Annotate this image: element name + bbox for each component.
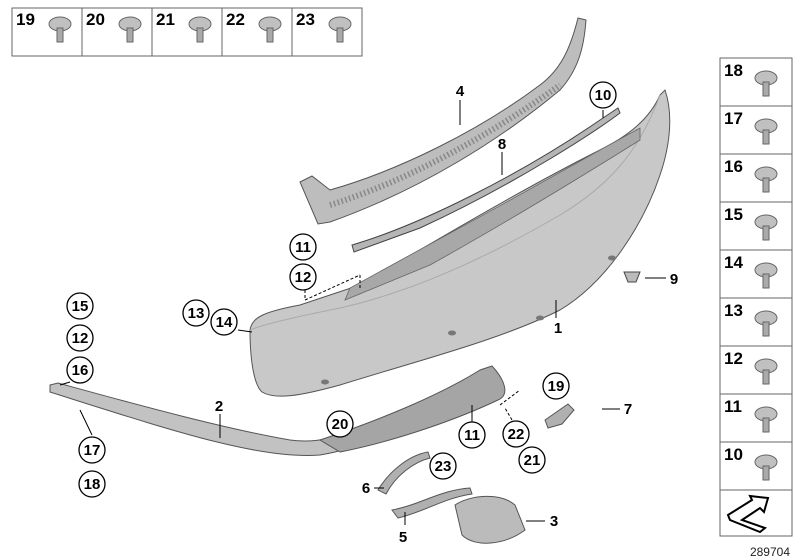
part-cell-14: 14 (719, 249, 793, 299)
part-cell-16: 16 (719, 153, 793, 203)
rear-bumper-panel (249, 89, 671, 397)
callout-number: 12 (72, 330, 89, 347)
callout-number: 20 (332, 416, 349, 433)
callout-number: 23 (435, 458, 452, 475)
direction-arrow-cell (719, 489, 793, 537)
callout-number: 11 (295, 239, 311, 256)
callout-19: 19 (542, 372, 570, 400)
part-number: 13 (724, 301, 743, 320)
callout-18: 18 (78, 470, 106, 498)
callout-number: 18 (84, 476, 101, 493)
part-cell-11: 11 (719, 393, 793, 443)
part-cell-22: 22 (221, 7, 293, 57)
callout-13: 13 (182, 299, 210, 327)
seal-strip-8 (351, 107, 621, 253)
document-id: 289704 (750, 545, 790, 559)
part-number: 20 (86, 10, 105, 29)
part-cell-15: 15 (719, 201, 793, 251)
callout-11: 11 (458, 421, 486, 449)
callout-number: 17 (84, 442, 101, 459)
callout-3: 3 (550, 513, 558, 530)
bracket-7 (544, 403, 575, 429)
callout-number: 12 (295, 269, 312, 286)
callout-20: 20 (326, 410, 354, 438)
callout-number: 15 (72, 298, 89, 315)
part-number: 16 (724, 157, 743, 176)
callout-23: 23 (429, 452, 457, 480)
top-parts-strip: 19 20 21 22 23 (11, 7, 363, 57)
callout-12: 12 (289, 263, 317, 291)
callout-number: 14 (216, 314, 233, 331)
callout-15: 15 (66, 292, 94, 320)
callout-number: 19 (548, 378, 565, 395)
callout-number: 22 (508, 426, 525, 443)
part-cell-17: 17 (719, 105, 793, 155)
part-cell-21: 21 (151, 7, 223, 57)
part-number: 19 (16, 10, 35, 29)
callout-11: 11 (289, 233, 317, 261)
side-parts-strip: 18 17 16 15 14 13 12 11 10 (719, 57, 793, 537)
callout-7: 7 (624, 401, 632, 418)
part-number: 18 (724, 61, 743, 80)
part-number: 17 (724, 109, 743, 128)
part-number: 21 (156, 10, 175, 29)
part-cell-20: 20 (81, 7, 153, 57)
part-number: 14 (724, 253, 743, 272)
leader-lines (59, 100, 666, 525)
part-cell-18: 18 (719, 57, 793, 107)
part-cell-23: 23 (291, 7, 363, 57)
part-cell-10: 10 (719, 441, 793, 491)
callout-8: 8 (498, 136, 506, 153)
callout-17: 17 (78, 436, 106, 464)
callout-16: 16 (66, 356, 94, 384)
exhaust-trim-3 (454, 495, 526, 544)
callout-22: 22 (502, 420, 530, 448)
callout-14: 14 (210, 308, 238, 336)
callout-number: 11 (464, 427, 480, 444)
callout-2: 2 (215, 398, 223, 415)
part-cell-12: 12 (719, 345, 793, 395)
callout-10: 10 (589, 81, 617, 109)
callout-5: 5 (399, 529, 407, 546)
callout-number: 13 (188, 305, 205, 322)
callout-9: 9 (670, 271, 678, 288)
trim-panel-4 (299, 17, 587, 225)
part-number: 23 (296, 10, 315, 29)
callout-number: 21 (524, 452, 541, 469)
callout-12: 12 (66, 324, 94, 352)
callout-number: 10 (595, 87, 612, 104)
bracket-6 (377, 451, 431, 495)
callout-4: 4 (456, 83, 465, 100)
callout-number: 16 (72, 362, 89, 379)
part-number: 15 (724, 205, 743, 224)
diffuser-panel (318, 365, 506, 453)
part-number: 12 (724, 349, 743, 368)
part-number: 10 (724, 445, 743, 464)
part-number: 22 (226, 10, 245, 29)
callout-6: 6 (362, 480, 370, 497)
part-cell-19: 19 (11, 7, 83, 57)
callout-1: 1 (554, 320, 562, 337)
rivet-9 (623, 271, 641, 283)
arrow-icon (726, 494, 770, 534)
callout-21: 21 (518, 446, 546, 474)
part-number: 11 (724, 397, 742, 416)
bracket-5 (391, 487, 473, 519)
part-cell-13: 13 (719, 297, 793, 347)
